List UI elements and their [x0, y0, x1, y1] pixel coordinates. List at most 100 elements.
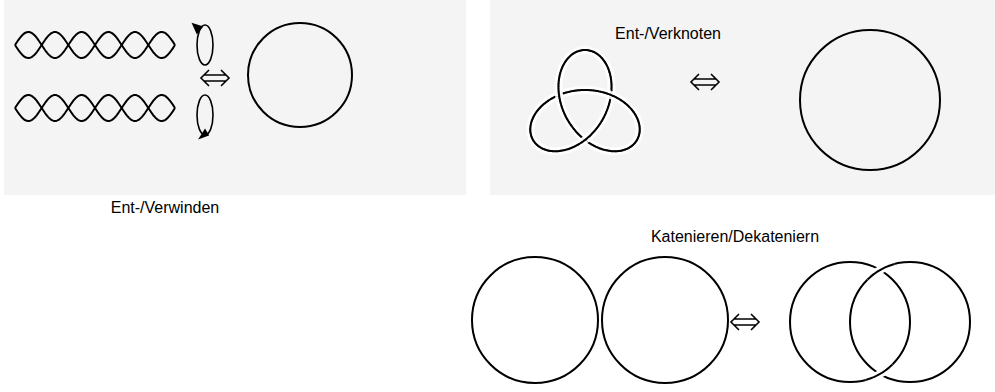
knot-gap [564, 54, 573, 63]
knot-gap [527, 135, 535, 136]
caption-label: Katenieren/Dekateniern [649, 227, 821, 247]
knot-strand [600, 56, 603, 59]
knot-strand [635, 140, 638, 143]
knot-gap [562, 56, 571, 65]
strand [15, 32, 175, 58]
knot-strand [575, 51, 578, 53]
knot-gap [534, 142, 543, 151]
knot-gap [530, 138, 539, 147]
knot-gap [558, 91, 560, 100]
knot-strand [593, 51, 596, 54]
knot-strand [636, 138, 638, 141]
knot-gap [632, 136, 641, 145]
knot-strand [532, 138, 534, 141]
caption-label: Ent-/Verknoten [613, 24, 723, 44]
knot-gap [567, 51, 576, 60]
knot-strand [572, 52, 575, 55]
knot-strand [603, 61, 606, 62]
double-arrow [691, 74, 719, 90]
knot-strand [535, 142, 538, 145]
knot-gap [569, 49, 578, 58]
knot-gap [527, 132, 535, 141]
knot-strand [531, 137, 533, 140]
knot-strand [534, 142, 537, 145]
knot-gap [607, 94, 615, 96]
knot-strand [530, 135, 532, 136]
knot-strand [531, 136, 533, 139]
relaxed-circle [248, 23, 352, 127]
knot-strand [630, 145, 633, 148]
knot-strand [629, 146, 632, 149]
knot-gap [563, 55, 572, 64]
unknotted-circle [800, 30, 940, 170]
knot-gap [634, 133, 642, 142]
knot-gap [597, 53, 606, 62]
knot-gap [536, 143, 545, 152]
ring-gap [866, 364, 893, 380]
knot-strand [573, 52, 576, 55]
knot-gap [626, 142, 635, 151]
knot-gap [564, 146, 565, 154]
knot-gap [571, 48, 580, 57]
knot-strand [536, 144, 539, 147]
knot-strand [633, 142, 636, 145]
knot-strand [568, 55, 571, 58]
knot-strand [602, 59, 605, 62]
knot-gap [598, 54, 607, 63]
knot-strand [601, 57, 604, 60]
knot-gap [570, 49, 579, 58]
knot-gap [634, 132, 642, 141]
knot-gap [594, 51, 603, 60]
knot-strand [569, 54, 572, 57]
knot-gap [626, 143, 635, 152]
panel-ground [4, 0, 466, 195]
knot-gap [628, 141, 637, 150]
knot-gap [528, 133, 536, 142]
knot-gap [532, 140, 541, 149]
knot-strand [595, 52, 598, 55]
knot-gap [593, 50, 602, 59]
knot-gap [596, 52, 605, 61]
knot-strand [628, 146, 631, 149]
knot-gap [565, 52, 574, 61]
knot-strand [571, 53, 574, 56]
knot-gap [630, 139, 639, 148]
knot-strand [574, 51, 577, 54]
panel-ground [490, 0, 995, 195]
knot-gap [564, 53, 573, 62]
knot-strand [599, 55, 602, 58]
knot-strand [635, 139, 638, 142]
knot-gap [598, 55, 607, 64]
knot-gap [633, 135, 641, 144]
knot-gap [556, 71, 564, 72]
knot-gap [627, 142, 636, 151]
knot-gap [633, 134, 641, 143]
caption-label: Ent-/Verwinden [109, 198, 222, 218]
knot-gap [631, 138, 640, 147]
catenated-circles [790, 262, 970, 382]
separate-circle [472, 257, 598, 383]
knot-strand [597, 54, 600, 57]
knot-gap [626, 107, 635, 108]
knot-gap [535, 142, 544, 151]
knot-strand [532, 139, 535, 142]
knot-strand [633, 142, 636, 145]
strand [15, 95, 175, 121]
knot-gap [529, 136, 538, 145]
strand [15, 95, 175, 121]
knot-gap [531, 139, 540, 148]
knot-gap [595, 51, 604, 60]
knot-strand [535, 143, 538, 146]
knot-gap [572, 48, 581, 56]
trefoil-knot [530, 50, 639, 151]
knot-gap [590, 48, 599, 57]
knot-strand [631, 144, 634, 147]
knot-strand [577, 50, 578, 52]
knot-gap [632, 137, 641, 146]
knot-gap [566, 51, 575, 60]
knot-gap [592, 49, 601, 58]
knot-strand [629, 145, 632, 148]
ring-gap [868, 264, 895, 280]
knot-gap [536, 143, 545, 152]
